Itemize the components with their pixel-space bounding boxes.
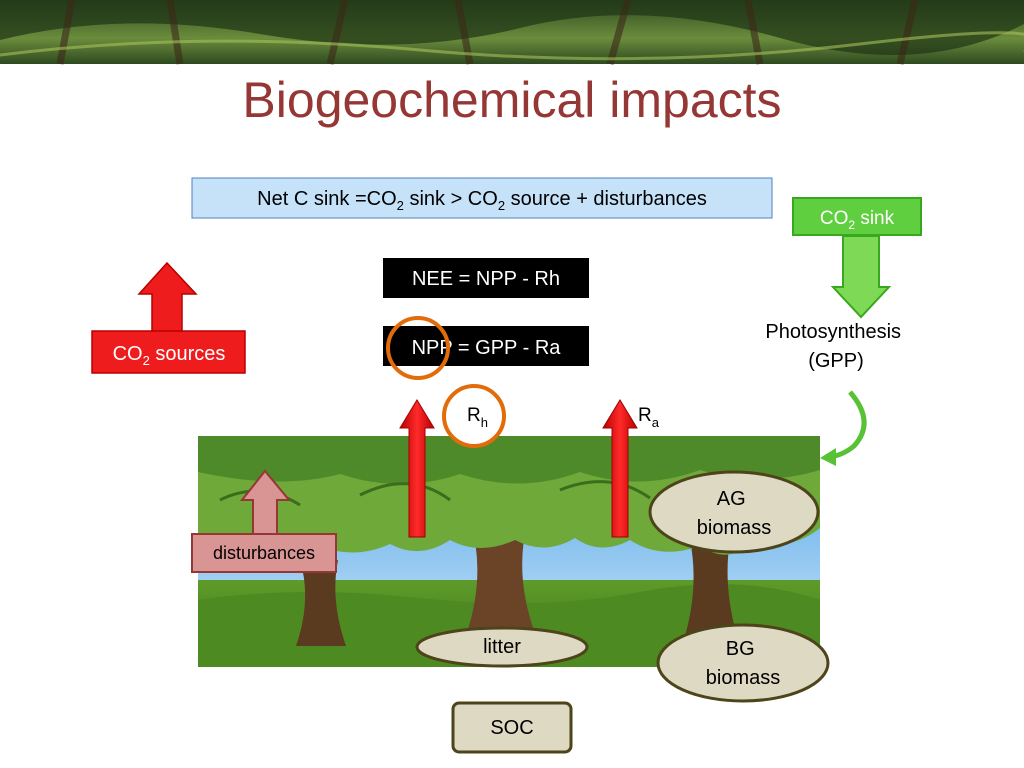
- rh-highlight-circle: [442, 384, 506, 448]
- page-title: Biogeochemical impacts: [242, 72, 781, 128]
- bg-biomass-label: BG biomass: [706, 638, 780, 689]
- curved-arrow-icon: [827, 390, 867, 460]
- litter-pool: [415, 626, 589, 668]
- co2-sources-label: CO2 sources: [113, 343, 226, 368]
- curved-arrowhead-icon: [820, 448, 836, 466]
- rh-arrow: [399, 399, 435, 538]
- npp-box: [383, 326, 589, 366]
- photosynthesis-label: Photosynthesis (GPP): [765, 321, 906, 372]
- disturbances-label: disturbances: [213, 543, 315, 563]
- ra-arrow: [602, 399, 638, 538]
- npp-highlight-circle: [386, 316, 450, 380]
- co2-sources: CO2 sources: [91, 261, 246, 374]
- disturbances: disturbances: [191, 469, 337, 573]
- equation-text: Net C sink =CO2 sink > CO2 source + dist…: [257, 188, 707, 213]
- nee-text: NEE = NPP - Rh: [412, 268, 560, 290]
- co2-sink-box: [792, 197, 922, 236]
- co2-sink: CO2 sink: [792, 197, 922, 319]
- forest-banner: [0, 0, 1024, 65]
- equation-box: [191, 177, 773, 219]
- ag-biomass-label: AG biomass: [697, 488, 771, 539]
- bg-biomass-pool: [656, 623, 830, 703]
- ag-biomass-pool: [648, 470, 820, 554]
- soc-pool: [451, 701, 573, 754]
- litter-label: litter: [483, 636, 521, 658]
- co2-sink-arrow: [830, 235, 892, 319]
- co2-sink-label: CO2 sink: [820, 208, 895, 232]
- disturbances-box: [191, 533, 337, 573]
- co2-sources-arrow: [137, 261, 198, 333]
- npp-text: NPP = GPP - Ra: [412, 337, 562, 359]
- disturbances-arrow: [239, 469, 292, 535]
- nee-box: [383, 258, 589, 298]
- ra-label: Ra: [638, 405, 660, 430]
- co2-sources-box: [91, 330, 246, 374]
- soc-label: SOC: [490, 717, 533, 739]
- rh-label: Rh: [467, 405, 488, 430]
